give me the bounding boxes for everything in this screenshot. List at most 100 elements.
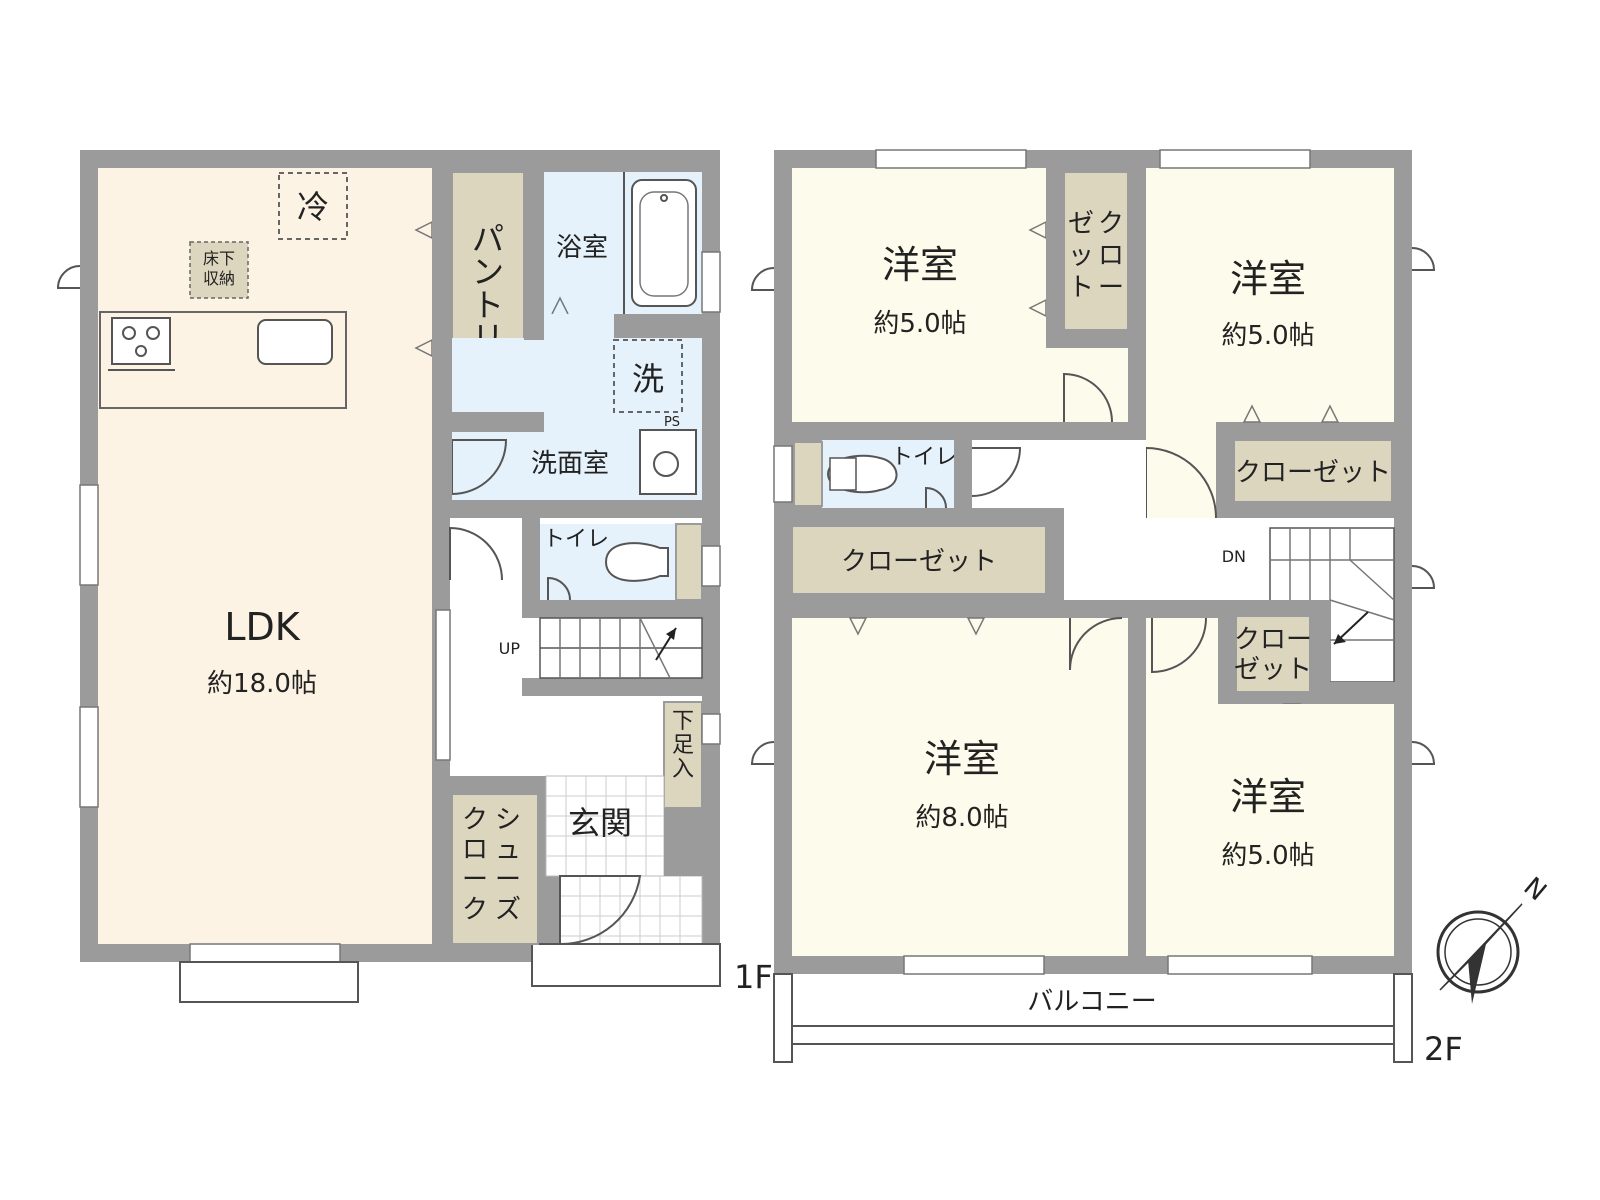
washer-label: 洗	[632, 360, 664, 398]
room-se-door	[1151, 617, 1207, 674]
wall-se-north	[1330, 682, 1412, 704]
bathroom-label: 浴室	[556, 233, 608, 263]
shoe-cupboard-label-2: 足	[672, 733, 694, 758]
floor-1: 冷 床下 収納 LDK 約18.0帖 パ ン ト リ ー 浴室 洗	[56, 150, 773, 1003]
room-ne-annex	[1146, 422, 1216, 518]
room-ne-window-east	[1411, 247, 1436, 271]
stairs-up-label: UP	[499, 639, 521, 658]
room-se-entry	[1146, 618, 1218, 704]
shoes-cloak	[451, 793, 539, 945]
toilet-2f-door	[925, 486, 947, 509]
shoes-cloak-col2-4: ク	[462, 895, 488, 925]
hall-window-east	[701, 713, 721, 745]
wall-wash-south	[432, 500, 720, 518]
stairs-window-east	[1411, 565, 1436, 589]
room-ne	[1146, 168, 1394, 422]
vanity-sink-icon	[639, 429, 697, 495]
room-ne-window-north	[1159, 149, 1311, 169]
stairs-up	[539, 617, 703, 679]
room-nw-annex	[1046, 348, 1128, 422]
floor2-label: 2F	[1424, 1030, 1463, 1068]
shoes-cloak-col1-4: ズ	[495, 895, 521, 925]
stove-icon	[111, 317, 171, 365]
room-sw	[792, 618, 1128, 956]
closet-nw-col1-2: ロ	[1098, 241, 1124, 271]
wall-entrance-east	[664, 808, 702, 876]
ps-label: PS	[664, 415, 680, 430]
toilet-1f-window	[701, 545, 721, 587]
closet-nw-col2-3: ト	[1068, 273, 1094, 303]
room-ne-name: 洋室	[1230, 257, 1306, 301]
room-sw-door	[1069, 617, 1123, 671]
compass-north-label: N	[1518, 872, 1552, 907]
room-nw-name: 洋室	[882, 243, 958, 287]
room-se-window-south	[1167, 955, 1313, 975]
bathroom-door-marker	[551, 296, 569, 315]
washroom-door	[451, 439, 508, 496]
wall-nw-south-2	[1120, 422, 1146, 440]
room-nw-window-north	[875, 149, 1027, 169]
room-sw-window-west	[750, 741, 775, 765]
toilet-2f-cabinet	[793, 441, 823, 507]
wall-toilet-2f-south	[792, 508, 1064, 526]
toilet-2f-hall-door	[971, 447, 1022, 497]
bathroom-window	[701, 251, 721, 313]
wall-toilet-2f-east	[954, 440, 972, 508]
balcony-label: バルコニー	[1027, 987, 1156, 1017]
washroom-entry	[544, 314, 614, 344]
closet-mid-door-markers	[848, 617, 986, 636]
fridge-label: 冷	[297, 188, 329, 226]
closet-small-label-2: ゼット	[1234, 655, 1312, 685]
wall-pantry-bath	[524, 168, 544, 340]
shoes-cloak-col2-3: ー	[462, 865, 488, 895]
closet-small	[1235, 615, 1311, 693]
shoes-cloak-col1-2: ュ	[495, 835, 521, 865]
toilet-1f-icon	[604, 542, 669, 582]
washroom-label: 洗面室	[531, 449, 609, 479]
wall-sw-se	[1128, 600, 1146, 956]
entrance-label: 玄関	[568, 804, 632, 842]
wall-nw-ne-upper	[1046, 168, 1064, 348]
pantry-label-3: ト	[472, 286, 504, 324]
sink-icon	[257, 319, 333, 365]
wall-sw-north	[792, 600, 1064, 618]
wall-nw-south	[792, 422, 1054, 440]
room-nw	[792, 168, 1046, 422]
floor1-label: 1F	[734, 958, 773, 996]
closet-nw-col2-1: ゼ	[1068, 209, 1094, 239]
ldk-deck	[179, 961, 359, 1003]
hall-door-sliding	[435, 609, 451, 761]
underfloor-storage-label-1: 床下	[203, 249, 235, 268]
room-se	[1146, 704, 1394, 956]
wall-ldk-east	[432, 168, 452, 500]
closet-nw-col1-1: ク	[1098, 209, 1124, 239]
room-ne-size: 約5.0帖	[1221, 321, 1314, 351]
entrance-front-door	[559, 875, 642, 946]
closet-ne-door-markers	[1242, 404, 1340, 423]
ldk-window-west-1	[79, 484, 99, 586]
washer-space	[613, 339, 683, 413]
room-se-window-east	[1411, 741, 1436, 765]
room-nw-size: 約5.0帖	[873, 309, 966, 339]
toilet-1f-door	[547, 576, 571, 601]
toilet-2f-window	[773, 445, 793, 503]
pantry-label-1: パ	[472, 220, 504, 258]
room-nw-window-west	[750, 267, 775, 291]
compass-icon	[1436, 903, 1523, 1004]
toilet-1f-label: トイレ	[543, 527, 609, 552]
closet-nw-col1-3: ー	[1098, 273, 1124, 303]
closet-mid-label: クローゼット	[841, 547, 997, 577]
wall-hall-south	[450, 776, 546, 794]
wall-closet-ne-north	[1216, 422, 1412, 440]
room-nw-door	[1063, 372, 1113, 423]
hall-door-1	[449, 526, 503, 581]
balcony	[773, 973, 1413, 1063]
ldk-side-door	[56, 265, 81, 289]
bathtub-icon	[631, 179, 697, 307]
wall-stairs-north	[522, 600, 720, 618]
room-sw-size: 約8.0帖	[915, 803, 1008, 833]
wall-toilet-west	[522, 518, 540, 608]
shoe-cupboard-label-3: 入	[672, 757, 694, 782]
closet-small-label-1: クロー	[1234, 625, 1312, 655]
